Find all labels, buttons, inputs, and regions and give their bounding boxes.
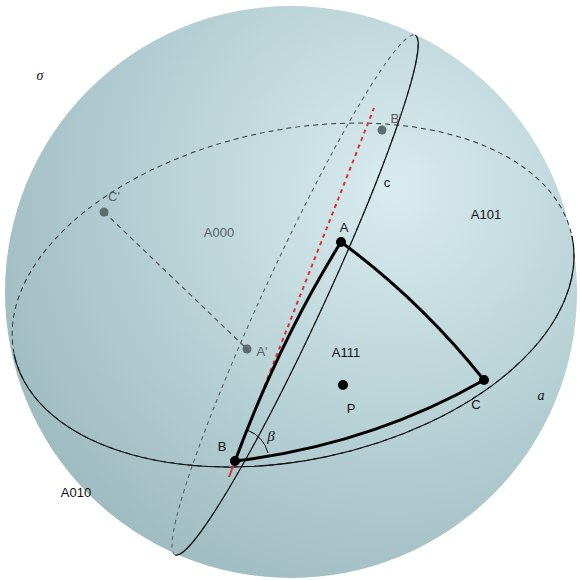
point — [100, 208, 109, 217]
point-label: B' — [390, 112, 401, 125]
point — [338, 380, 348, 390]
point-label: A000 — [204, 226, 234, 239]
great-circle-back — [0, 74, 580, 515]
point-label: a — [538, 389, 545, 403]
angle-arc — [247, 430, 268, 453]
triangle-side — [235, 242, 341, 461]
point-label: A — [340, 221, 349, 234]
point-label: A' — [256, 345, 267, 358]
point-label: P — [347, 402, 356, 415]
polar-segment — [104, 212, 247, 349]
point — [336, 237, 346, 247]
point — [230, 456, 240, 466]
triangle-side — [235, 380, 484, 461]
point — [479, 375, 489, 385]
point-label: A111 — [332, 346, 360, 359]
point-label: A101 — [471, 208, 501, 221]
great-circle-a — [14, 236, 574, 467]
sphere — [5, 6, 577, 578]
point — [243, 345, 252, 354]
great-circle-c-back — [148, 23, 442, 567]
great-circle-c — [175, 35, 418, 555]
point-label: A010 — [61, 486, 91, 499]
triangle-side — [341, 242, 484, 380]
point-label: c — [384, 176, 391, 189]
point — [378, 126, 387, 135]
point-label: B — [218, 440, 227, 453]
tangent-dashed — [235, 108, 374, 461]
point-label: C' — [108, 190, 120, 203]
point-label: σ — [37, 69, 44, 83]
point-label: C — [471, 398, 480, 411]
point-label: β — [267, 429, 274, 444]
